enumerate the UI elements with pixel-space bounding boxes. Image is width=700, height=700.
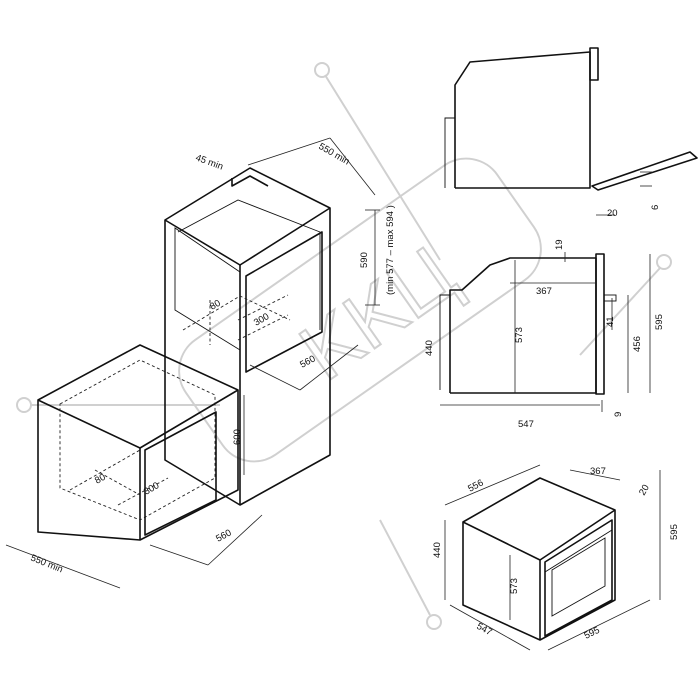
label-body-height: 573 — [514, 327, 525, 343]
label-depth-total: 547 — [518, 419, 534, 430]
label-height: 590 — [359, 252, 370, 268]
watermark-text: KKЦ — [284, 229, 471, 397]
label-iso-back-height: 440 — [432, 542, 443, 558]
label-iso-width-top: 556 — [466, 477, 485, 494]
undercounter-cabinet — [37, 344, 239, 541]
label-width-top: 550 min — [317, 141, 352, 167]
label-depth-inner: 367 — [536, 286, 552, 297]
side-view-door-open: 6 — [444, 47, 698, 210]
label-iso-front-width: 595 — [582, 625, 601, 642]
label-shelf-depth: 80 — [208, 298, 223, 313]
label-iso-door-thick: 20 — [637, 483, 652, 498]
iso-oven-view: 556 367 20 595 440 573 547 595 — [432, 464, 680, 651]
label-handle: 41 — [605, 316, 616, 327]
label-under-shelf: 80 — [93, 472, 108, 487]
label-door-open: 6 — [650, 205, 661, 210]
label-bottom-gap: 9 — [613, 412, 624, 417]
label-iso-depth-inner: 367 — [590, 466, 606, 477]
label-height-range: (min 577 – max 594 ) — [385, 205, 396, 295]
label-iso-body-height: 573 — [509, 578, 520, 594]
label-under-height: 600 — [232, 429, 243, 445]
side-view-closed: 547 573 367 20 19 456 595 41 440 9 — [424, 208, 665, 430]
label-opening-width: 300 — [252, 311, 271, 328]
label-top-gap: 19 — [554, 239, 565, 250]
label-back-height: 440 — [424, 340, 435, 356]
label-under-width: 550 min — [29, 553, 64, 576]
label-door-height: 456 — [632, 336, 643, 352]
label-iso-depth: 547 — [475, 621, 494, 638]
label-depth-top: 45 min — [194, 152, 225, 172]
label-total-height: 595 — [654, 314, 665, 330]
label-iso-height: 595 — [669, 524, 680, 540]
column-cabinet — [164, 167, 331, 506]
label-door-offset: 20 — [607, 208, 618, 219]
label-under-base: 560 — [214, 527, 233, 544]
